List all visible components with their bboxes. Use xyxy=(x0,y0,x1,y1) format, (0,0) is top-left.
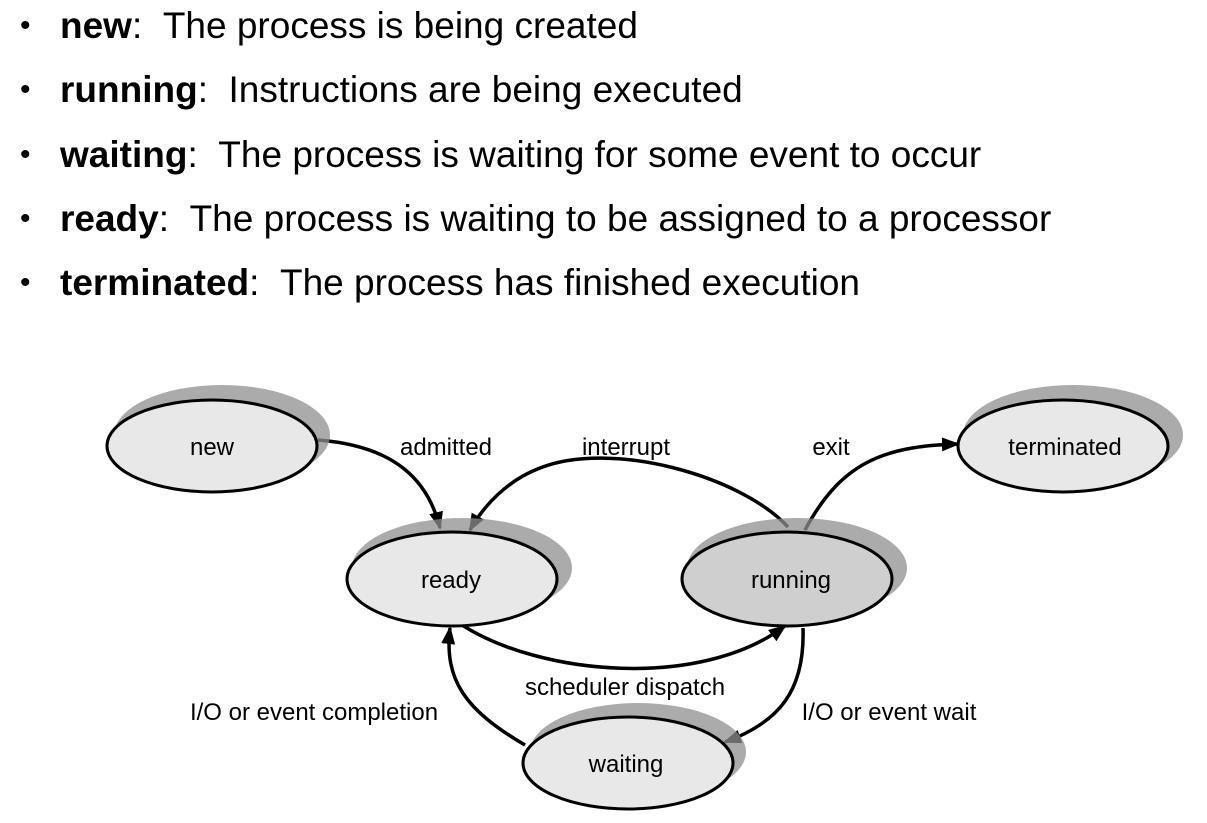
label-io-event-wait: I/O or event wait xyxy=(802,699,977,726)
interrupt-arrow xyxy=(468,456,790,532)
io-event-wait-arrow xyxy=(723,627,805,744)
state-running-ellipse xyxy=(680,530,894,628)
admitted-arrow xyxy=(317,438,443,530)
bullet-icon: • xyxy=(20,73,31,106)
separator: : xyxy=(249,262,260,303)
state-waiting-ellipse xyxy=(521,715,735,811)
separator: : xyxy=(187,134,198,175)
bullet-icon: • xyxy=(20,266,31,299)
state-new-label: new xyxy=(190,434,235,461)
term-running: running xyxy=(60,69,198,110)
bullet-icon: • xyxy=(20,138,31,171)
bullet-icon: • xyxy=(20,9,31,42)
description-running: Instructions are being executed xyxy=(228,69,743,110)
bullet-icon: • xyxy=(20,202,31,235)
state-terminated: terminated xyxy=(956,385,1183,494)
separator: : xyxy=(158,198,170,239)
state-terminated-ellipse xyxy=(956,398,1170,494)
term-ready: ready xyxy=(60,198,159,239)
state-running-label: running xyxy=(751,567,831,594)
bullet-text-ready: ready: The process is waiting to be assi… xyxy=(60,196,1051,242)
io-event-completion-arrow xyxy=(441,626,526,747)
label-scheduler-dispatch: scheduler dispatch xyxy=(525,674,725,701)
state-terminated-label: terminated xyxy=(1008,434,1121,461)
state-new-ellipse xyxy=(105,398,319,494)
bullet-text-running: running: Instructions are being executed xyxy=(60,67,743,113)
label-admitted: admitted xyxy=(400,434,492,461)
bullet-text-new: new: The process is being created xyxy=(60,3,638,49)
state-ready-label: ready xyxy=(421,567,481,594)
term-new: new xyxy=(60,5,132,46)
description-ready: The process is waiting to be assigned to… xyxy=(189,198,1052,239)
state-running: running xyxy=(680,518,907,628)
separator: : xyxy=(197,69,208,110)
label-exit: exit xyxy=(812,434,850,461)
exit-arrow xyxy=(803,437,960,531)
description-terminated: The process has finished execution xyxy=(280,262,861,303)
bullet-text-waiting: waiting: The process is waiting for some… xyxy=(60,132,981,178)
description-new: The process is being created xyxy=(162,5,638,46)
label-interrupt: interrupt xyxy=(582,434,670,461)
state-waiting: waiting xyxy=(521,703,746,811)
state-ready-ellipse xyxy=(345,530,559,628)
state-ready: ready xyxy=(345,518,572,628)
term-terminated: terminated xyxy=(60,262,250,303)
term-waiting: waiting xyxy=(60,134,188,175)
state-waiting-label: waiting xyxy=(588,751,664,778)
state-new: new xyxy=(105,385,330,494)
scheduler-dispatch-arrow xyxy=(461,623,787,671)
description-waiting: The process is waiting for some event to… xyxy=(218,134,982,175)
bullet-text-terminated: terminated: The process has finished exe… xyxy=(60,260,860,306)
separator: : xyxy=(131,5,143,46)
label-io-event-completion: I/O or event completion xyxy=(190,699,438,726)
